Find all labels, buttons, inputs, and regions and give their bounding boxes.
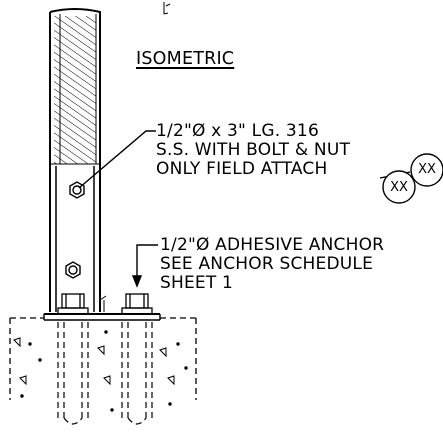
bolt-note-line-2: S.S. WITH BOLT & NUT xyxy=(156,140,351,160)
anchor-rod-left xyxy=(57,322,89,425)
anchor-note-line-1: 1/2"Ø ADHESIVE ANCHOR xyxy=(160,235,385,255)
anchor-callout-note: 1/2"Ø ADHESIVE ANCHOR SEE ANCHOR SCHEDUL… xyxy=(160,236,384,293)
bolt-note-line-1: 1/2"Ø x 3" LG. 316 xyxy=(156,121,319,141)
post-member xyxy=(49,8,101,312)
detail-tag-circle-1 xyxy=(410,153,443,187)
bolt-note-line-3: ONLY FIELD ATTACH xyxy=(156,159,328,179)
concrete-aggregate xyxy=(13,330,188,412)
anchor-nut-left xyxy=(57,293,89,315)
view-title: ISOMETRIC xyxy=(136,49,235,69)
bracket-plate xyxy=(55,166,107,312)
bolt-leader xyxy=(78,130,156,189)
bolt-upper xyxy=(69,181,85,199)
detail-tag-circle-2 xyxy=(382,170,416,204)
detail-tag-2: XX xyxy=(390,180,408,195)
concrete-outline xyxy=(9,317,197,400)
post-outline xyxy=(49,8,101,312)
top-detail-mark xyxy=(163,2,171,15)
bolt-callout-note: 1/2"Ø x 3" LG. 316 S.S. WITH BOLT & NUT … xyxy=(156,122,350,179)
anchor-leader xyxy=(131,244,158,288)
anchor-note-line-3: SHEET 1 xyxy=(160,273,234,293)
anchor-nut-right xyxy=(121,293,153,315)
bolt-lower xyxy=(65,261,81,279)
anchor-note-line-2: SEE ANCHOR SCHEDULE xyxy=(160,254,374,274)
post-hatch xyxy=(54,16,96,164)
anchor-rod-right xyxy=(121,322,153,425)
detail-tag-1: XX xyxy=(418,162,436,177)
base-plate xyxy=(43,313,161,321)
